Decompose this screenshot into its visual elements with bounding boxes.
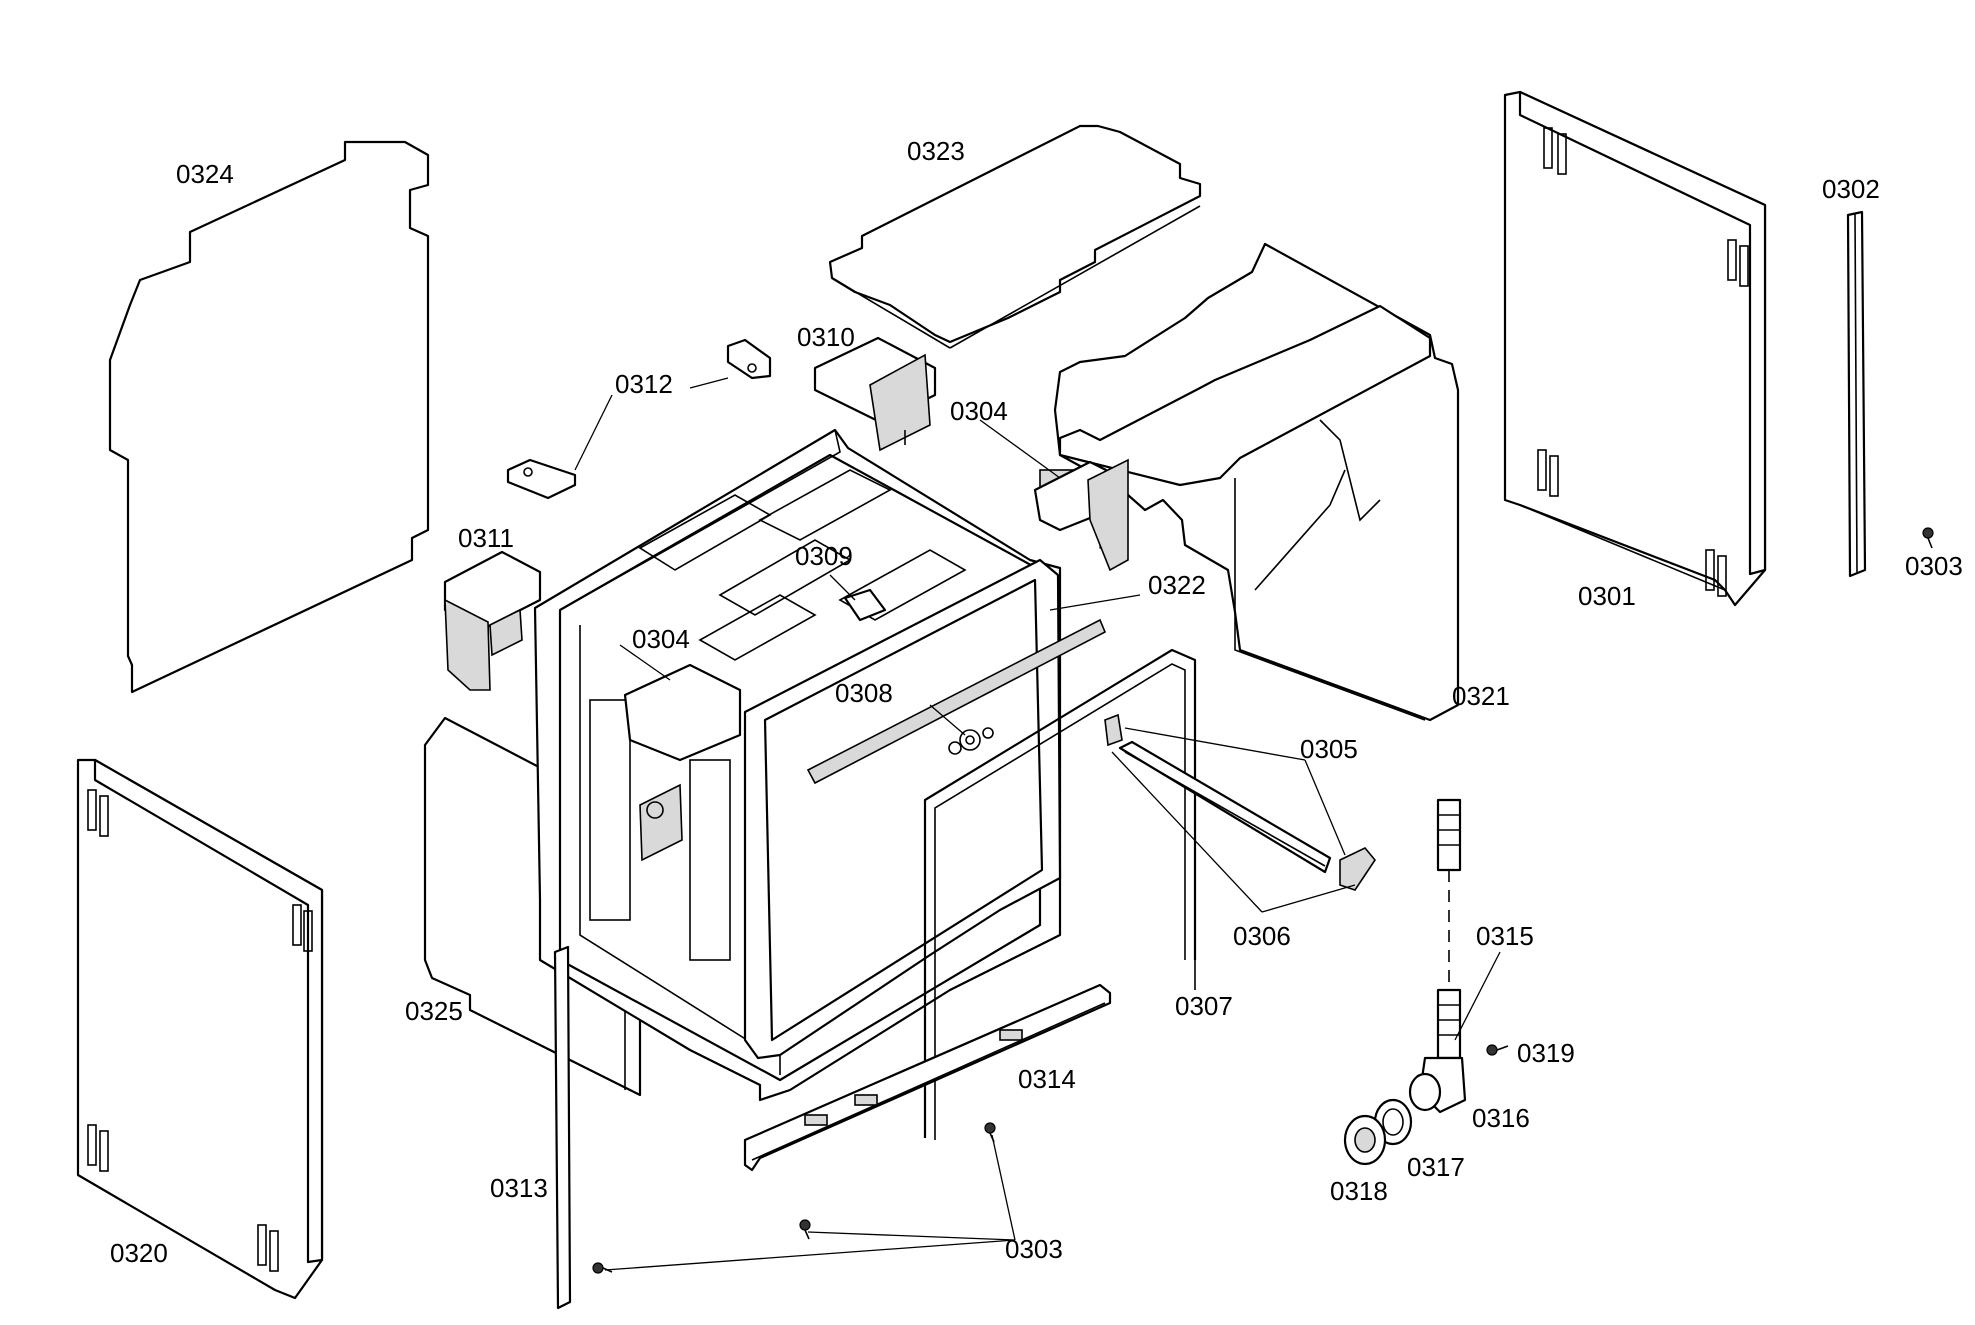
kickplate-0314 — [743, 983, 1112, 1172]
strip-0302 — [1846, 210, 1867, 578]
label-0320: 0320 — [110, 1238, 168, 1268]
hose-0315 — [1436, 798, 1462, 1060]
hinge-arm-0305 — [1104, 713, 1376, 891]
label-0309: 0309 — [795, 541, 853, 571]
label-0325: 0325 — [405, 996, 463, 1026]
label-0307: 0307 — [1175, 991, 1233, 1021]
label-0305: 0305 — [1300, 734, 1358, 764]
bracket-0310 — [813, 336, 937, 452]
washer-0308 — [948, 727, 994, 755]
label-0321: 0321 — [1452, 681, 1510, 711]
gasket-0307 — [923, 648, 1197, 1140]
screws-0303-bottom — [592, 1122, 996, 1274]
elbow-0316 — [1408, 1056, 1467, 1114]
label-0313: 0313 — [490, 1173, 548, 1203]
label-0314: 0314 — [1018, 1064, 1076, 1094]
bracket-0312-lower — [506, 458, 577, 500]
door-frame-0322 — [743, 558, 1107, 1060]
bracket-0304-upper — [1033, 458, 1129, 572]
bracket-0304-lower — [623, 663, 742, 862]
panel-0324 — [108, 140, 430, 694]
part-labels: 0324 0323 0302 0310 0312 0304 0311 0309 … — [110, 136, 1963, 1268]
label-0304-lower: 0304 — [632, 624, 690, 654]
label-0324: 0324 — [176, 159, 234, 189]
label-0318: 0318 — [1330, 1176, 1388, 1206]
label-0322: 0322 — [1148, 570, 1206, 600]
panel-0321 — [1039, 242, 1460, 722]
label-0317: 0317 — [1407, 1152, 1465, 1182]
label-0308: 0308 — [835, 678, 893, 708]
label-0319: 0319 — [1517, 1038, 1575, 1068]
bracket-0311 — [443, 550, 542, 691]
panel-0301 — [1503, 90, 1767, 607]
label-0312: 0312 — [615, 369, 673, 399]
leader-lines — [574, 377, 1501, 1271]
clip-0309 — [843, 588, 887, 622]
label-0310: 0310 — [797, 322, 855, 352]
panel-0320 — [76, 758, 324, 1300]
panel-0323 — [828, 124, 1202, 349]
label-0304-upper: 0304 — [950, 396, 1008, 426]
label-0303-bottom: 0303 — [1005, 1234, 1063, 1264]
label-0316: 0316 — [1472, 1103, 1530, 1133]
label-0323: 0323 — [907, 136, 965, 166]
label-0306: 0306 — [1233, 921, 1291, 951]
bracket-0312-upper — [726, 338, 772, 380]
label-0315: 0315 — [1476, 921, 1534, 951]
label-0311: 0311 — [458, 523, 514, 553]
strip-0313 — [553, 945, 572, 1310]
label-0303-right: 0303 — [1905, 551, 1963, 581]
label-0302: 0302 — [1822, 174, 1880, 204]
cap-0318 — [1343, 1114, 1387, 1166]
screw-0303-right — [1922, 527, 1934, 549]
screw-0319 — [1486, 1044, 1509, 1056]
label-0301: 0301 — [1578, 581, 1636, 611]
